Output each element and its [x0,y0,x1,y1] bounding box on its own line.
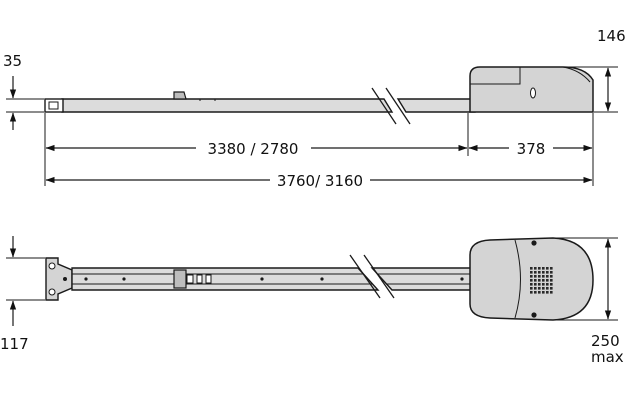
side-rail-right [396,98,476,113]
grille-hole [550,267,553,270]
break-mark [349,254,381,299]
rail-rivet [84,277,88,281]
housing-screw [531,312,537,318]
grille-hole [542,283,545,286]
grille-hole [550,275,553,278]
grille-hole [542,275,545,278]
grille-hole [538,287,541,290]
dim-label-rail-length: 3380 / 2780 [208,140,299,158]
grille-hole [546,267,549,270]
grille-hole [546,279,549,282]
mount-hole [48,262,56,270]
grille-hole [538,291,541,294]
dim-label-housing-length: 378 [517,140,546,158]
break-mark [371,87,397,125]
break-mark [363,254,395,299]
grille-hole [546,275,549,278]
trolley [173,91,187,100]
grille-hole [542,287,545,290]
grille-hole [530,283,533,286]
top-trolley-block [196,274,203,284]
side-rail-left [61,98,394,113]
housing-contour [562,66,591,83]
mount-hole [63,277,67,281]
mount-hole [48,288,56,296]
break-mark [385,87,411,125]
grille-hole [534,267,537,270]
grille-hole [550,291,553,294]
grille-hole [530,267,533,270]
grille-hole [534,275,537,278]
grille-hole [550,271,553,274]
grille-hole [542,279,545,282]
grille-hole [550,287,553,290]
grille-hole [542,267,545,270]
grille-hole [534,287,537,290]
housing-screw [531,240,537,246]
top-trolley-block [186,274,194,284]
grille-hole [550,279,553,282]
vent-grille [530,267,553,294]
grille-hole [546,291,549,294]
dim-label-housing-width: 250 [591,332,620,350]
front-bracket-inner [48,101,59,110]
grille-hole [550,283,553,286]
top-rail-left [71,267,380,291]
top-view: 117 250 max [0,236,624,366]
grille-hole [538,271,541,274]
grille-hole [534,279,537,282]
side-view: 35 146 3380 / 2780 378 3760/ 3160 [3,27,626,190]
grille-hole [530,271,533,274]
grille-hole [534,271,537,274]
grille-hole [546,271,549,274]
grille-hole [530,279,533,282]
grille-hole [546,287,549,290]
rail-rivet [260,277,264,281]
top-trolley [173,269,187,289]
grille-hole [534,291,537,294]
rail-rivet [460,277,464,281]
dim-label-rail-height: 35 [3,52,22,70]
grille-hole [530,275,533,278]
grille-hole [538,283,541,286]
dim-label-housing-width-suffix: max [591,348,624,366]
rail-rivet [122,277,126,281]
grille-hole [530,287,533,290]
dim-label-housing-height: 146 [597,27,626,45]
grille-hole [538,279,541,282]
grille-hole [530,291,533,294]
grille-hole [538,267,541,270]
housing-light-icon [530,87,536,99]
dim-label-total-length: 3760/ 3160 [277,172,363,190]
top-trolley-block [205,274,212,284]
dim-label-rail-width: 117 [0,335,29,353]
rail-rivet [320,277,324,281]
grille-hole [538,275,541,278]
grille-hole [542,271,545,274]
housing-contour [470,67,521,85]
grille-hole [546,283,549,286]
housing-contour [514,239,521,319]
grille-hole [542,291,545,294]
grille-hole [534,283,537,286]
top-rail-right [370,267,476,291]
